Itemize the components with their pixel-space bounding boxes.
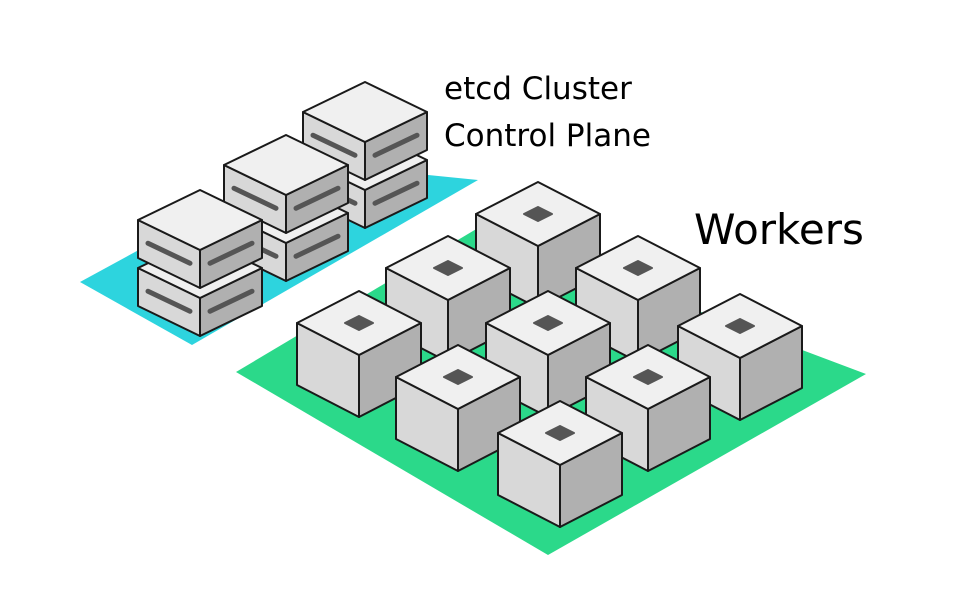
worker-nodes (296, 181, 803, 528)
etcd-cluster-label: etcd Cluster (444, 71, 632, 107)
worker-node-9 (497, 400, 623, 528)
etcd-server-3-upper (137, 189, 263, 289)
control-plane-label: Control Plane (444, 118, 651, 154)
worker-node-6 (677, 293, 803, 421)
worker-node-1 (475, 181, 601, 309)
worker-node-2 (385, 235, 511, 363)
worker-node-7 (395, 344, 521, 472)
control-plane-servers (137, 81, 428, 337)
etcd-server-1-upper (302, 81, 428, 181)
worker-node-3 (575, 235, 701, 363)
worker-node-5 (485, 290, 611, 418)
etcd-server-2-upper (223, 134, 349, 234)
worker-node-4 (296, 290, 422, 418)
workers-label: Workers (694, 205, 864, 254)
worker-node-8 (585, 344, 711, 472)
